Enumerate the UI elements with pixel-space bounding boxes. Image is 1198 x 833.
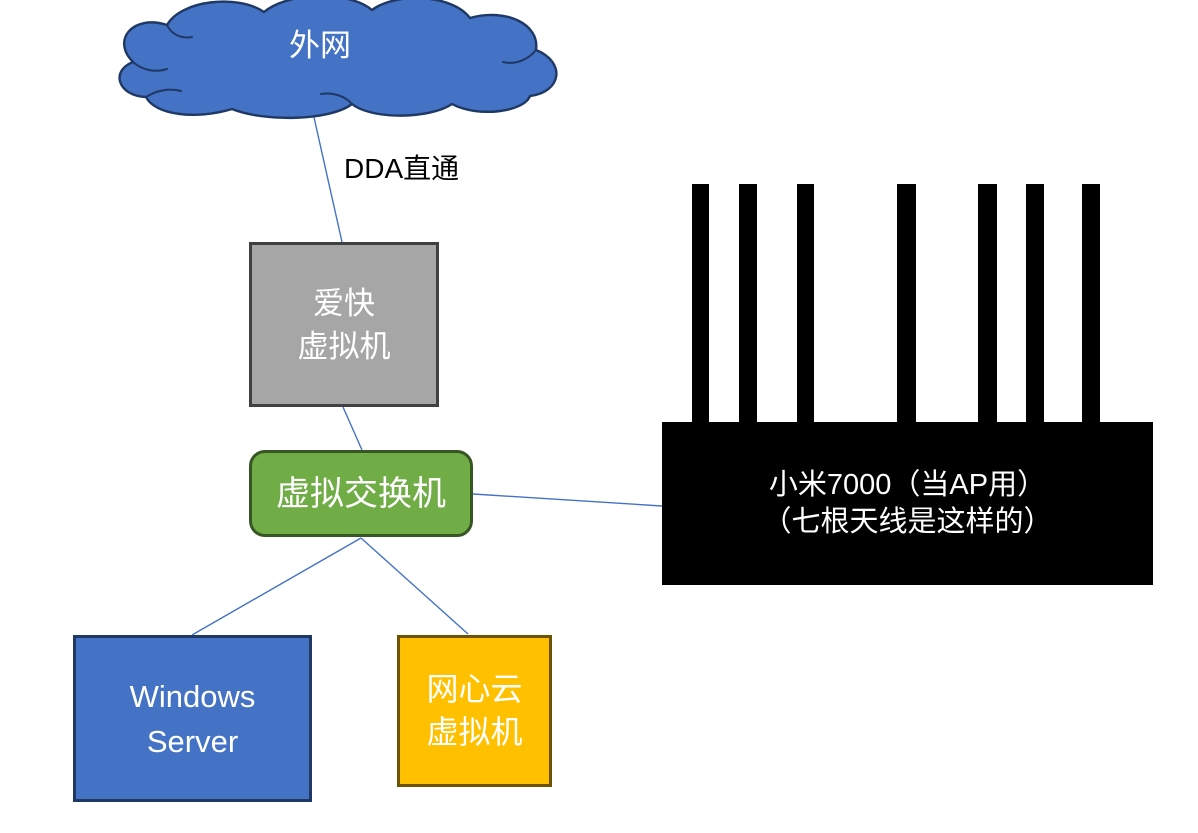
connector-vswitch-to-wangxin (360, 537, 469, 635)
virtual-switch-label: 虚拟交换机 (276, 474, 446, 513)
ikuai-vm-label-line2: 虚拟机 (297, 328, 391, 364)
router-antenna (739, 184, 757, 426)
ikuai-vm-label-line1: 爱快 (313, 285, 375, 321)
connector-cloud-to-ikuai (310, 103, 343, 243)
router-label-line2: （七根天线是这样的） (762, 505, 1053, 538)
router-label-line1: 小米7000（当AP用） (768, 468, 1047, 501)
wangxin-vm-box: 网心云 虚拟机 (397, 635, 552, 787)
connector-vswitch-to-router (472, 493, 663, 507)
windows-server-label-line2: Server (146, 723, 239, 759)
wangxin-vm-label-line2: 虚拟机 (426, 714, 523, 750)
cloud-label: 外网 (289, 28, 351, 63)
router-antenna (897, 184, 916, 426)
router-antenna (797, 184, 814, 426)
router-antenna (1026, 184, 1044, 426)
virtual-switch-box: 虚拟交换机 (249, 450, 473, 537)
dda-link-label: DDA直通 (344, 153, 460, 184)
router-antenna (1082, 184, 1100, 426)
wangxin-vm-label-line1: 网心云 (426, 671, 523, 707)
router-body-shape: 小米7000（当AP用） （七根天线是这样的） (662, 422, 1153, 585)
router-antenna (692, 184, 709, 426)
router-antenna (978, 184, 997, 426)
internet-cloud-shape (118, 0, 558, 120)
windows-server-box: Windows Server (73, 635, 312, 802)
connector-ikuai-to-vswitch (342, 406, 363, 451)
windows-server-label-line1: Windows (129, 678, 256, 714)
connector-vswitch-to-windows (191, 537, 362, 636)
ikuai-vm-box: 爱快 虚拟机 (249, 242, 439, 407)
